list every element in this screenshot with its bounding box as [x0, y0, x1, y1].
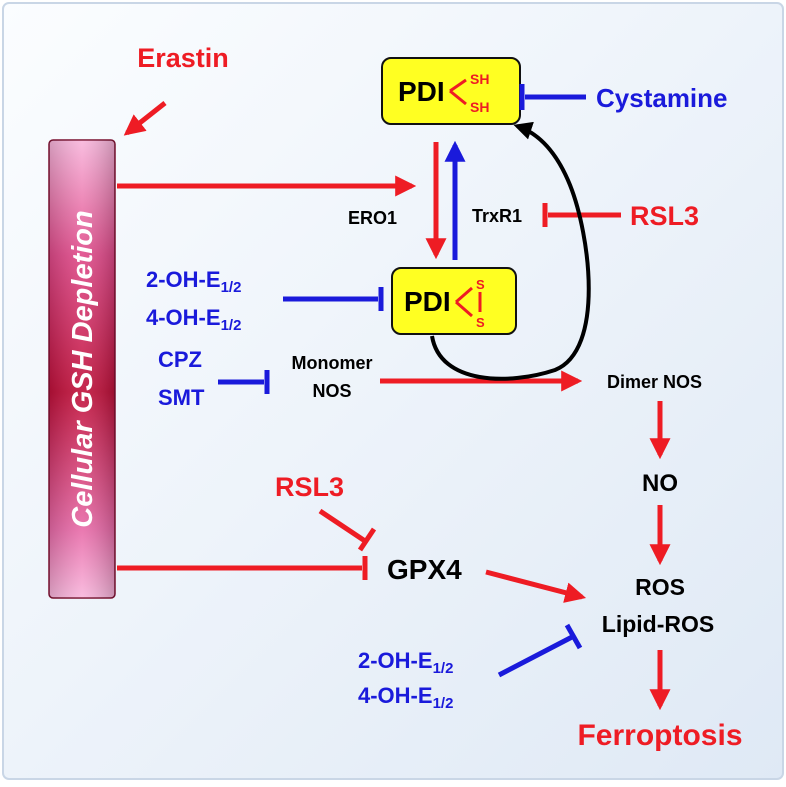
gpx4-label: GPX4	[387, 554, 462, 585]
smt-label: SMT	[158, 385, 205, 410]
erastin-arrow	[123, 101, 167, 136]
gpx4-to-ros-arrow	[485, 569, 587, 603]
pdi-reduced-sh-top: SH	[470, 71, 489, 87]
no-label: NO	[642, 470, 678, 497]
gsh-depletion-bar: Cellular GSH Depletion	[48, 139, 116, 599]
monomer-nos-label-2: NOS	[312, 381, 351, 401]
pdi-oxidized-label: PDI	[404, 286, 451, 317]
rsl3-top-label: RSL3	[630, 201, 699, 231]
oh-e-bot-inhibition-line	[497, 634, 574, 678]
ros-label: ROS	[635, 574, 685, 600]
dimer-nos-label: Dimer NOS	[607, 372, 702, 392]
rsl3-mid-label: RSL3	[275, 472, 344, 502]
ferroptosis-label: Ferroptosis	[577, 719, 742, 752]
pdi-oxidized-bonds	[455, 286, 482, 318]
cpz-label: CPZ	[158, 347, 202, 372]
ero1-label: ERO1	[348, 208, 397, 228]
pdi-oxidized-s-top: S	[476, 277, 485, 292]
oh-e-bot-2-label: 4-OH-E1/2	[358, 683, 453, 712]
rsl3-gpx4-inhibition-line	[318, 508, 367, 544]
pdi-oxidized-box: PDI S S	[391, 267, 517, 335]
pdi-recycling-arrow	[430, 121, 591, 381]
pdi-reduced-label: PDI	[398, 76, 445, 107]
oh-e-bot-1-label: 2-OH-E1/2	[358, 648, 453, 677]
oh-e-top-1-label: 2-OH-E1/2	[146, 267, 241, 296]
cystamine-label: Cystamine	[596, 83, 728, 113]
pdi-reduced-sh-bottom: SH	[470, 99, 489, 115]
erastin-label: Erastin	[137, 43, 229, 73]
pdi-oxidized-s-bottom: S	[476, 315, 485, 330]
lipid-ros-label: Lipid-ROS	[602, 611, 714, 637]
trxr1-label: TrxR1	[472, 206, 522, 226]
oh-e-bot-inhibition-bar	[564, 623, 583, 650]
pdi-reduced-box: PDI SH SH	[381, 57, 521, 125]
monomer-nos-label-1: Monomer	[292, 353, 373, 373]
gsh-depletion-label: Cellular GSH Depletion	[67, 210, 99, 527]
rsl3-gpx4-inhibition-bar	[357, 527, 377, 552]
pdi-reduced-bonds	[449, 78, 467, 106]
oh-e-top-2-label: 4-OH-E1/2	[146, 305, 241, 334]
